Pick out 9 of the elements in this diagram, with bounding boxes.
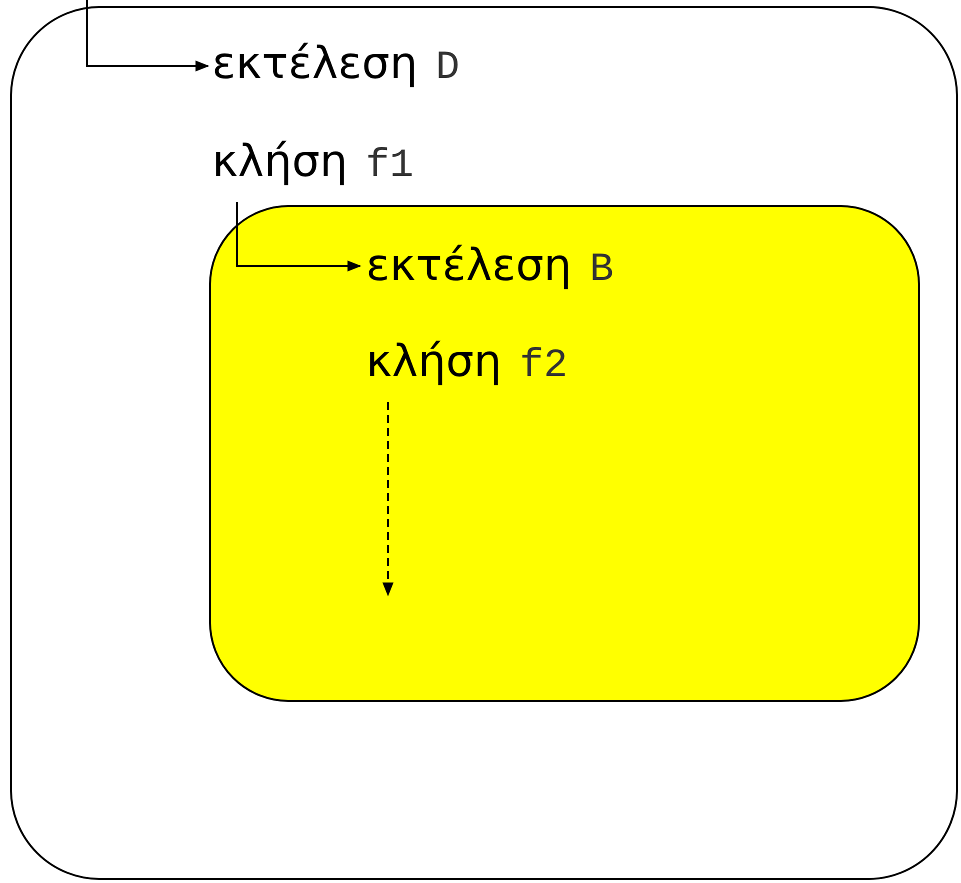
arrow	[236, 202, 362, 272]
statement-text: κλήση f1	[212, 140, 442, 192]
outer-rounded-box	[10, 6, 958, 880]
arrow	[86, 0, 210, 72]
statement-text: εκτέλεση D	[212, 42, 482, 94]
statement-text: κλήση f2	[366, 340, 596, 392]
arrow	[382, 402, 394, 596]
inner-rounded-box	[209, 205, 920, 702]
statement-text: εκτέλεση B	[366, 244, 636, 296]
